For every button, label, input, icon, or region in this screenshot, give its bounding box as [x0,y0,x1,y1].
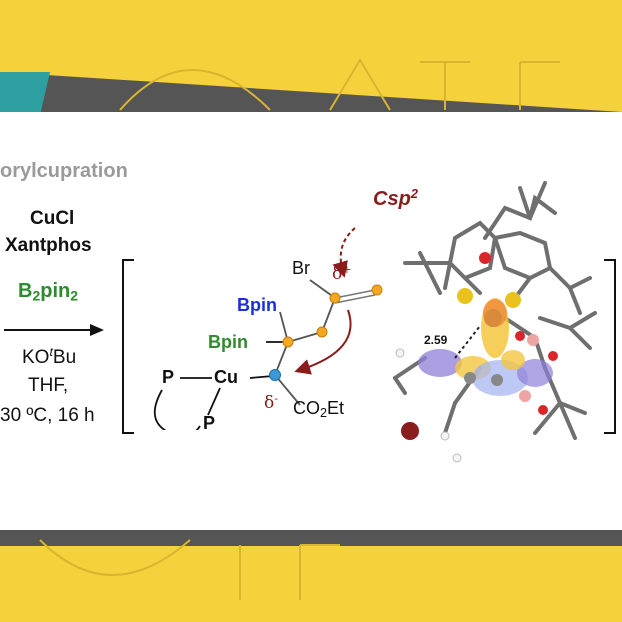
co2et-sub: 2 [320,406,328,421]
co2et-a: CO [293,398,320,418]
faint-outline-letters-top [119,58,560,111]
delta-minus-label: δ- [264,392,278,413]
orange-atom-4 [282,336,294,348]
oxygen-atom-3 [548,351,558,361]
bpin-left-label: Bpin [208,332,248,352]
hydrogen-atom-3 [440,431,450,441]
orange-atom-1 [329,292,341,304]
b2pin2-sub: 2 [32,287,41,304]
mechanism-scheme [153,227,383,430]
carbon-atom-2 [491,374,503,386]
b2pin2-tail: pin [40,280,71,302]
base-suffix: Bu [52,346,77,368]
csp2-sup: 2 [410,186,419,201]
blue-atom [269,369,281,381]
cu-label: Cu [214,367,238,387]
right-bracket [604,259,616,434]
phosphorus-atom-2 [505,292,521,308]
delta-plus-label: δ+ [332,263,352,284]
scheme-panel [0,112,622,530]
csp2-dashed-arrow [332,227,356,278]
reagent-base: KOtBu [22,345,76,369]
br-label: Br [292,258,310,278]
b2pin2-base: B [18,280,33,302]
p-p-backbone-arc [153,389,201,430]
orbital-lobe-purple-left [418,349,462,377]
oxygen-atom-1 [479,252,491,264]
b2pin2-tail-sub: 2 [70,287,79,304]
p-left-label: P [162,367,175,387]
csp2-label: Csp2 [373,186,418,211]
orange-atom-3 [316,326,328,338]
orbital-lobe-yellow-right [501,350,525,370]
co2et-b: Et [327,398,345,418]
bpin-top-label: Bpin [237,295,277,315]
teal-tab [0,72,50,124]
molecular-model-3d [393,181,597,463]
carbon-atom-1 [464,372,476,384]
temp-time: 30 ºC, 16 h [0,405,95,426]
hydrogen-atom-1 [395,348,405,358]
left-bracket [122,259,134,434]
solvent: THF, [28,375,69,396]
orbital-lobe-purple-right [517,359,553,387]
faint-outline-letters-bottom [39,539,340,600]
delta-plus: δ [332,264,343,285]
base-sup: t [49,345,53,359]
reagent-b2pin2: B2pin2 [18,280,78,304]
delta-minus: δ [264,393,275,414]
delta-minus-sup: - [274,392,278,405]
curved-electron-arrow [294,309,352,375]
section-label: orylcupration [0,160,128,182]
copper-atom [484,309,502,327]
orange-atom-2 [371,284,383,296]
oxygen-atom-2 [515,331,525,341]
reagent-xantphos: Xantphos [5,235,92,256]
distance-label: 2.59 [424,333,448,347]
bromine-atom [401,422,419,440]
distance-dashed-line [454,325,481,359]
hydrogen-atom-2 [452,453,462,463]
delta-plus-sup: + [342,263,352,276]
boron-atom-2 [519,390,531,402]
phosphorus-atom-1 [457,288,473,304]
boron-atom-1 [527,334,539,346]
co2et-label: CO2Et [293,398,344,420]
p-bottom-label: P [203,413,216,433]
base-prefix: KO [22,346,50,368]
top-dark-band [0,72,622,124]
csp2-prefix: Csp [373,188,411,211]
oxygen-atom-4 [538,405,548,415]
reagent-cucl: CuCl [30,208,75,229]
reaction-arrow [4,324,104,336]
